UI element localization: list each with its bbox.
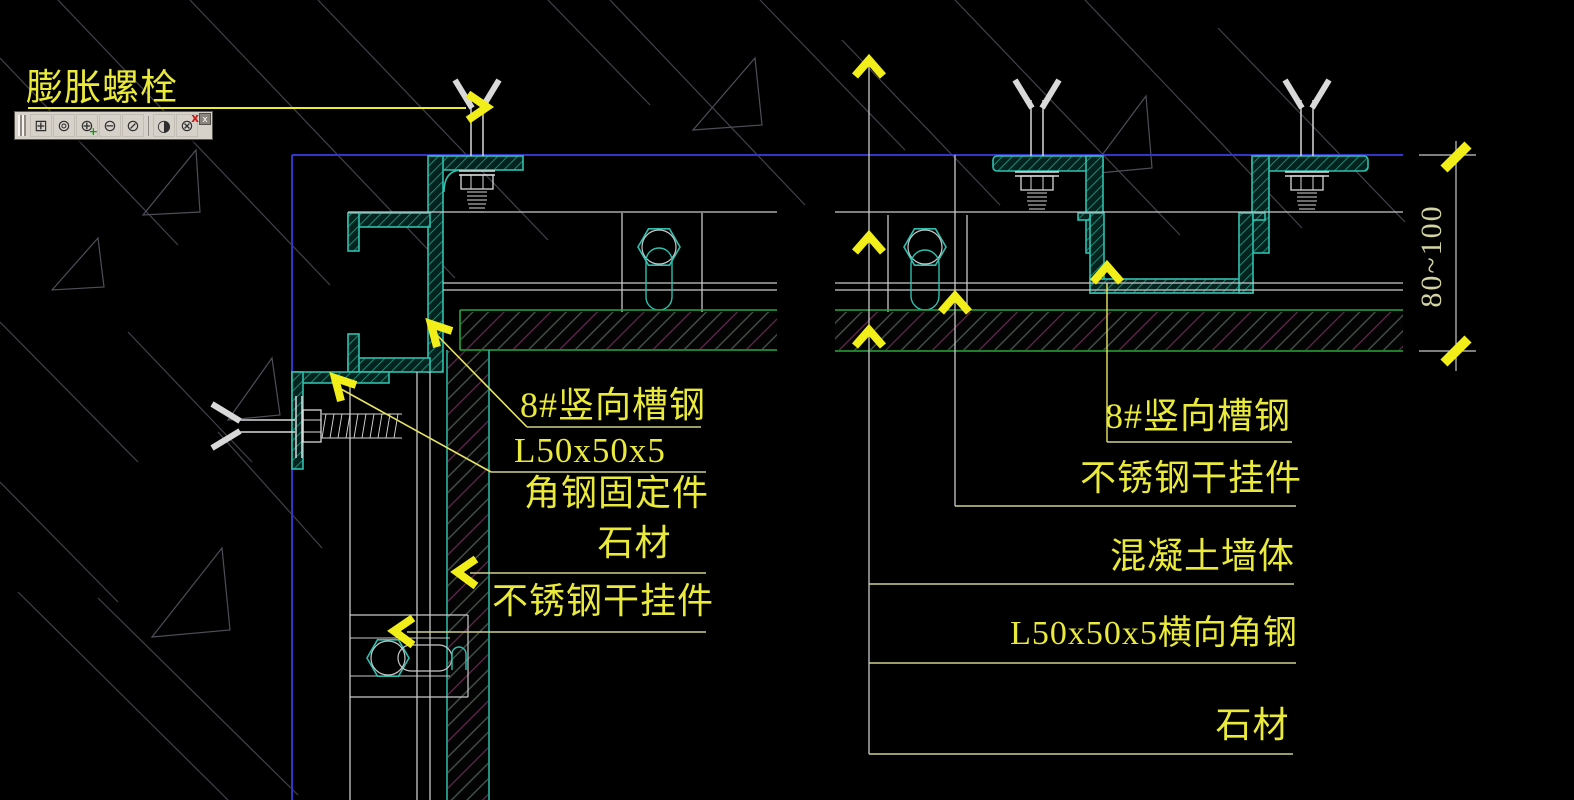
- left-vertical-channel-section: [347, 155, 524, 373]
- sphere-off-icon[interactable]: ⊘: [122, 114, 144, 137]
- expansion-bolt-top-right-1: [1012, 78, 1062, 210]
- label-left-channel: 8#竖向槽钢: [520, 385, 707, 425]
- sphere-off-glyph: ⊘: [126, 116, 140, 135]
- sphere-subtract-icon[interactable]: ⊖: [99, 114, 121, 137]
- sphere-add-icon[interactable]: ⊕ +: [76, 114, 98, 137]
- label-left-hanger: 不锈钢干挂件: [492, 581, 715, 621]
- label-left-angle-size: L50x50x5: [514, 431, 666, 470]
- label-right-concrete: 混凝土墙体: [1110, 536, 1296, 576]
- label-right-channel: 8#竖向槽钢: [1105, 396, 1292, 436]
- label-left-stone: 石材: [597, 523, 672, 563]
- label-right-horizontal-angle: L50x50x5横向角钢: [1010, 615, 1298, 652]
- sphere-delete-glyph: ⊗: [180, 116, 194, 135]
- named-views-icon[interactable]: ⊞: [30, 114, 52, 137]
- label-right-stone: 石材: [1215, 705, 1290, 745]
- sphere-delete-icon[interactable]: ⊗ x: [176, 111, 199, 137]
- label-expansion-bolt: 膨胀螺栓: [26, 68, 178, 109]
- background-hatch: [0, 0, 1406, 800]
- named-views-glyph: ⊞: [34, 116, 48, 135]
- leader-lines: [28, 58, 1296, 755]
- sphere-subtract-glyph: ⊖: [103, 116, 117, 135]
- toolbar-close-button[interactable]: x: [199, 113, 211, 125]
- left-hanger-assembly-elevation: [350, 614, 469, 698]
- wall-face-lines: [291, 154, 1403, 800]
- label-left-angle-name: 角钢固定件: [524, 473, 710, 513]
- dimension-80-100: [1419, 141, 1476, 371]
- sphere-view-glyph: ⊚: [57, 116, 71, 135]
- right-vertical-channel-section: [1077, 212, 1266, 294]
- right-stone-band: [835, 309, 1403, 352]
- sphere-add-glyph: ⊕: [80, 116, 94, 135]
- toolbar-grip[interactable]: [18, 115, 26, 136]
- left-stone-band: [459, 309, 777, 351]
- left-structure-lines: [348, 211, 777, 800]
- sphere-quarter-glyph: ◑: [157, 116, 171, 135]
- add-badge: +: [88, 125, 98, 138]
- label-right-hanger: 不锈钢干挂件: [1080, 458, 1303, 498]
- floating-toolbar[interactable]: ⊞ ⊚ ⊕ + ⊖ ⊘ ◑ ⊗ x x: [14, 111, 213, 140]
- expansion-bolt-top-right-2: [1282, 78, 1332, 210]
- expansion-bolt-horizontal-left: [210, 396, 402, 458]
- leader-arrows: [329, 53, 1125, 649]
- delete-badge: x: [191, 111, 199, 125]
- sphere-quarter-icon[interactable]: ◑: [153, 114, 175, 137]
- sphere-view-icon[interactable]: ⊚: [53, 114, 75, 137]
- dimension-text: 80~100: [1415, 204, 1448, 308]
- left-stone-slab-vertical: [446, 350, 490, 800]
- toolbar-separator: [148, 115, 149, 136]
